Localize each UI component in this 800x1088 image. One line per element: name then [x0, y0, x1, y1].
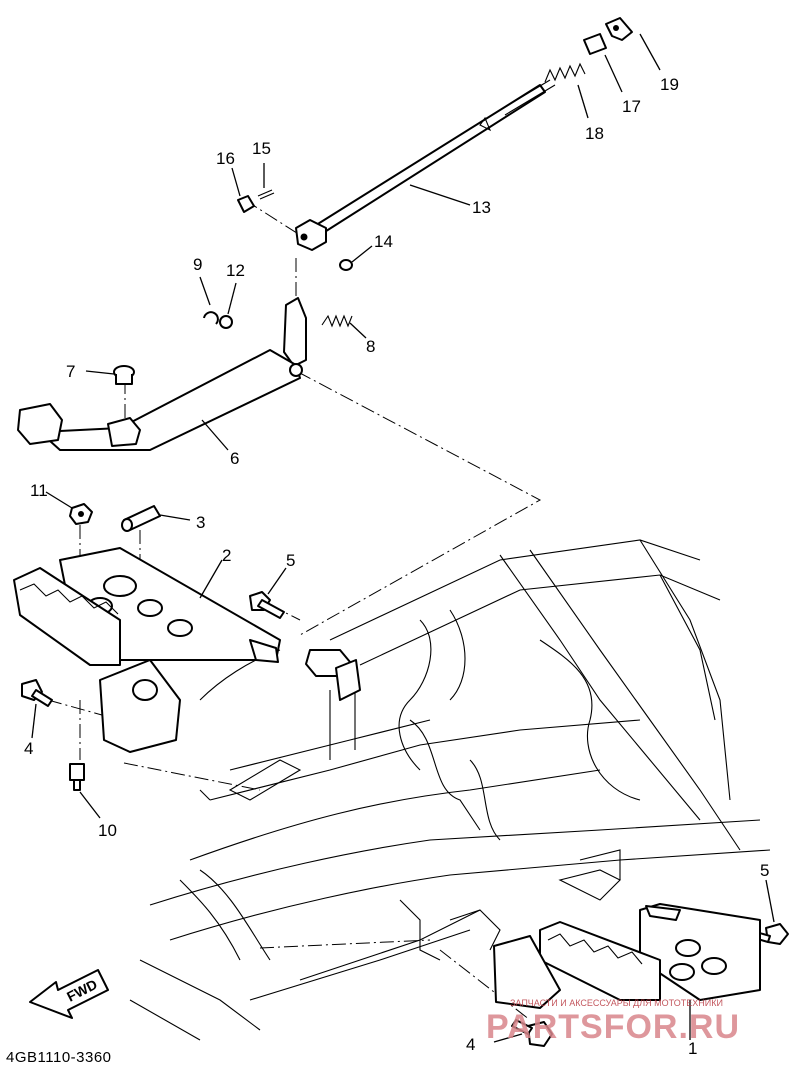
callout-9: 9	[193, 255, 202, 274]
bolt-4-bottom	[511, 1019, 553, 1047]
callout-8: 8	[366, 337, 375, 356]
callout-2: 2	[222, 546, 231, 565]
cotter-pin	[257, 189, 275, 200]
callout-5-top: 5	[286, 551, 295, 570]
washer-12	[219, 315, 233, 329]
washer-14	[339, 259, 353, 271]
watermark: ЗАПЧАСТИ И АКСЕССУАРЫ ДЛЯ МОТОТЕХНИКИ PA…	[486, 998, 740, 1046]
nut-11	[69, 503, 93, 525]
fwd-arrow-icon: FWD	[29, 969, 109, 1019]
callout-12: 12	[226, 261, 245, 280]
pedal-cap	[113, 365, 135, 385]
frame	[129, 539, 771, 1041]
callout-19: 19	[660, 75, 679, 94]
callout-18: 18	[585, 124, 604, 143]
callout-14: 14	[374, 232, 393, 251]
return-spring	[321, 314, 353, 328]
callout-15: 15	[252, 139, 271, 158]
bolt-5-top	[249, 591, 285, 619]
callout-16: 16	[216, 149, 235, 168]
callouts: 19 17 18 13 14 15 16 8 9 12 7 6 11 3 2 5…	[24, 75, 769, 1058]
callout-4-left: 4	[24, 739, 33, 758]
adjusting-nut	[605, 17, 633, 41]
bolt-4-left	[21, 679, 53, 707]
watermark-caption: ЗАПЧАСТИ И АКСЕССУАРЫ ДЛЯ МОТОТЕХНИКИ	[510, 998, 723, 1008]
callout-4-bottom: 4	[466, 1035, 475, 1054]
callout-6: 6	[230, 449, 239, 468]
pivot-bracket	[305, 649, 361, 701]
rod-joint	[583, 33, 607, 55]
footrest-left	[13, 547, 281, 753]
callout-11: 11	[30, 481, 48, 500]
collar	[121, 505, 161, 532]
rod-spring	[544, 62, 586, 83]
callout-17: 17	[622, 97, 641, 116]
callout-leaders	[31, 33, 775, 1043]
callout-1: 1	[688, 1039, 697, 1058]
callout-5-right: 5	[760, 861, 769, 880]
callout-3: 3	[196, 513, 205, 532]
callout-13: 13	[472, 198, 491, 217]
bolt-10	[69, 763, 85, 791]
brake-pedal	[17, 297, 307, 451]
callout-7: 7	[66, 362, 75, 381]
watermark-brand: PARTSFOR.RU	[486, 1008, 740, 1046]
footrest-right	[493, 903, 761, 1009]
circlip	[203, 311, 219, 325]
callout-10: 10	[98, 821, 117, 840]
diagram-code: 4GB1110-3360	[6, 1049, 112, 1066]
brake-rod	[304, 79, 556, 241]
pin	[237, 195, 255, 213]
rod-clevis	[295, 219, 327, 251]
